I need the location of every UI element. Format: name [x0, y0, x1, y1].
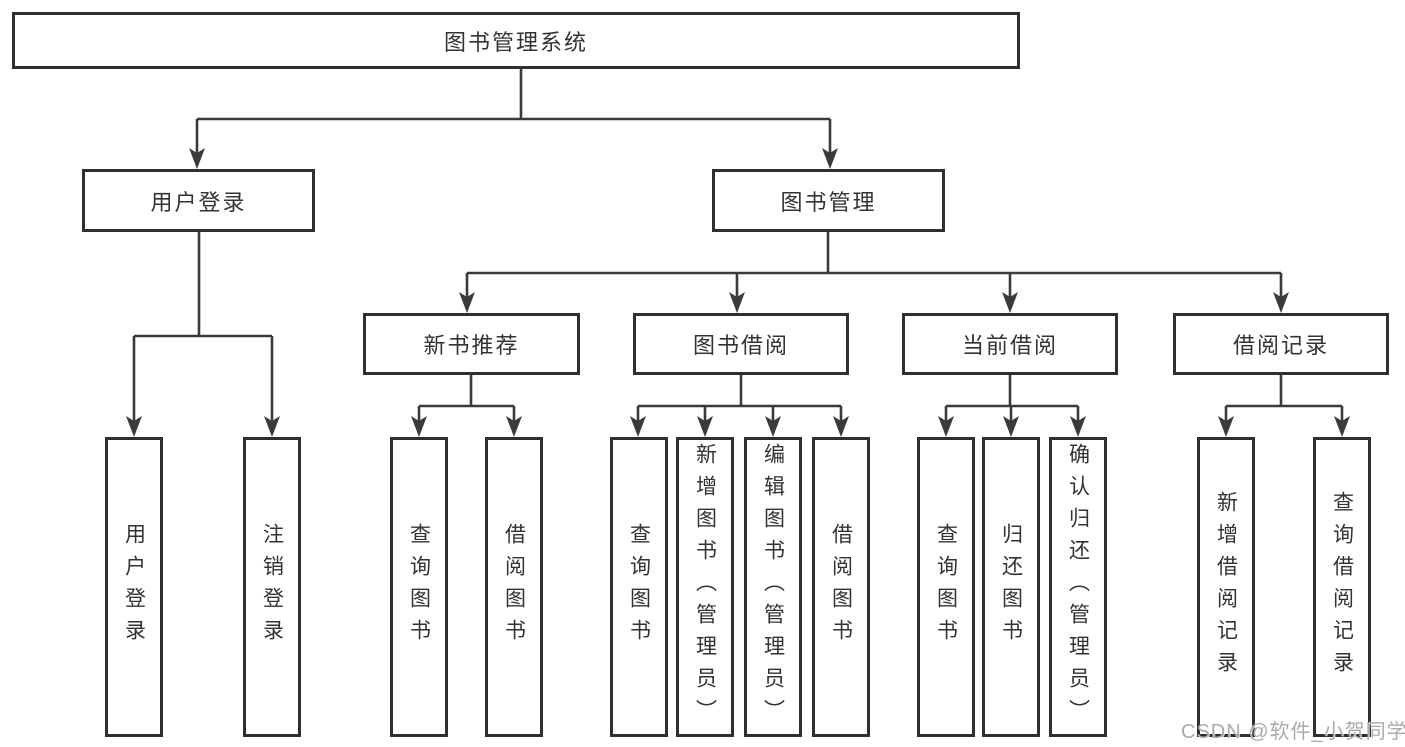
node-book-management: 图书管理	[712, 169, 945, 232]
leaf-query-borrow-record: 查询借阅记录	[1313, 437, 1371, 737]
leaf-query-books-recommend-label: 查询图书	[407, 523, 431, 651]
csdn-watermark: CSDN @软件_小贺同学	[1181, 721, 1405, 743]
node-current-borrowing: 当前借阅	[902, 313, 1118, 375]
leaf-return-books: 归还图书	[982, 437, 1040, 737]
node-new-book-recommendation: 新书推荐	[363, 313, 580, 375]
leaf-logout-label: 注销登录	[260, 523, 284, 651]
leaf-user-login-label: 用户登录	[122, 523, 146, 651]
leaf-confirm-return-admin: 确认归还（管理员）	[1049, 437, 1107, 737]
leaf-borrow-books-label: 借阅图书	[829, 523, 853, 651]
leaf-add-books-admin: 新增图书（管理员）	[676, 437, 734, 737]
leaf-add-books-admin-label: 新增图书（管理员）	[693, 443, 717, 731]
leaf-query-borrow-record-label: 查询借阅记录	[1330, 491, 1354, 683]
leaf-query-books-recommend: 查询图书	[390, 437, 448, 737]
node-book-borrowing: 图书借阅	[633, 313, 849, 375]
leaf-confirm-return-admin-label: 确认归还（管理员）	[1066, 443, 1090, 731]
leaf-borrow-books-recommend: 借阅图书	[485, 437, 543, 737]
leaf-query-books-borrow-label: 查询图书	[627, 523, 651, 651]
leaf-borrow-books: 借阅图书	[812, 437, 870, 737]
node-user-login: 用户登录	[82, 169, 315, 232]
node-borrowing-records: 借阅记录	[1173, 313, 1389, 375]
leaf-add-borrow-record: 新增借阅记录	[1197, 437, 1255, 737]
leaf-return-books-label: 归还图书	[999, 523, 1023, 651]
node-library-management-system: 图书管理系统	[12, 12, 1020, 69]
leaf-borrow-books-recommend-label: 借阅图书	[502, 523, 526, 651]
leaf-query-books-current: 查询图书	[917, 437, 975, 737]
leaf-edit-books-admin: 编辑图书（管理员）	[744, 437, 802, 737]
leaf-add-borrow-record-label: 新增借阅记录	[1214, 491, 1238, 683]
leaf-query-books-borrow: 查询图书	[610, 437, 668, 737]
leaf-logout: 注销登录	[243, 437, 301, 737]
leaf-edit-books-admin-label: 编辑图书（管理员）	[761, 443, 785, 731]
leaf-user-login: 用户登录	[105, 437, 163, 737]
leaf-query-books-current-label: 查询图书	[934, 523, 958, 651]
